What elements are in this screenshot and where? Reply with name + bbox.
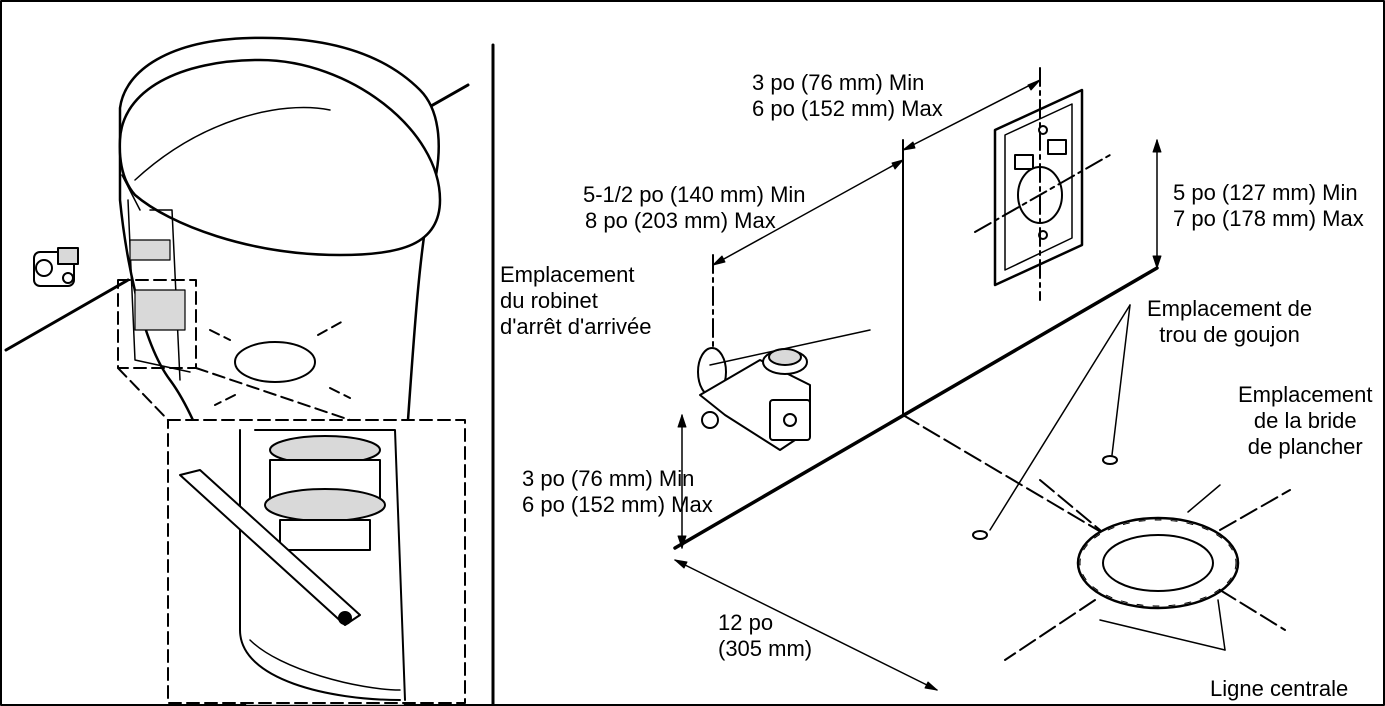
bolt-hole-icon bbox=[972, 530, 988, 540]
outlet-offset-label: 3 po (76 mm) Min 6 po (152 mm) Max bbox=[752, 70, 943, 121]
supply-valve-location-label: Emplacement du robinet d'arrêt d'arrivée bbox=[500, 262, 652, 339]
toilet-illustration bbox=[4, 36, 470, 706]
bolt-hole-icon bbox=[1102, 455, 1118, 465]
valve-height-label: 3 po (76 mm) Min 6 po (152 mm) Max bbox=[522, 466, 713, 517]
wall-floor-line bbox=[673, 266, 1159, 550]
rough-in-diagram bbox=[673, 67, 1291, 691]
bolt-hole-location-label: Emplacement de trou de goujon bbox=[1147, 296, 1313, 347]
floor-flange-icon bbox=[1004, 479, 1291, 661]
wall-distance-label: 12 po (305 mm) bbox=[718, 610, 813, 661]
supply-valve-small-icon bbox=[33, 247, 79, 287]
outlet-height-label: 5 po (127 mm) Min 7 po (178 mm) Max bbox=[1173, 180, 1364, 231]
supply-shutoff-valve-icon bbox=[697, 347, 811, 451]
floor-flange-location-label: Emplacement de la bride de plancher bbox=[1238, 382, 1373, 459]
toilet-lid bbox=[118, 58, 442, 257]
valve-offset-label: 5-1/2 po (140 mm) Min 8 po (203 mm) Max bbox=[583, 182, 806, 233]
electrical-outlet-icon bbox=[974, 67, 1111, 301]
centerline-label: Ligne centrale bbox=[1210, 676, 1349, 701]
detail-zoom-box bbox=[117, 279, 197, 369]
